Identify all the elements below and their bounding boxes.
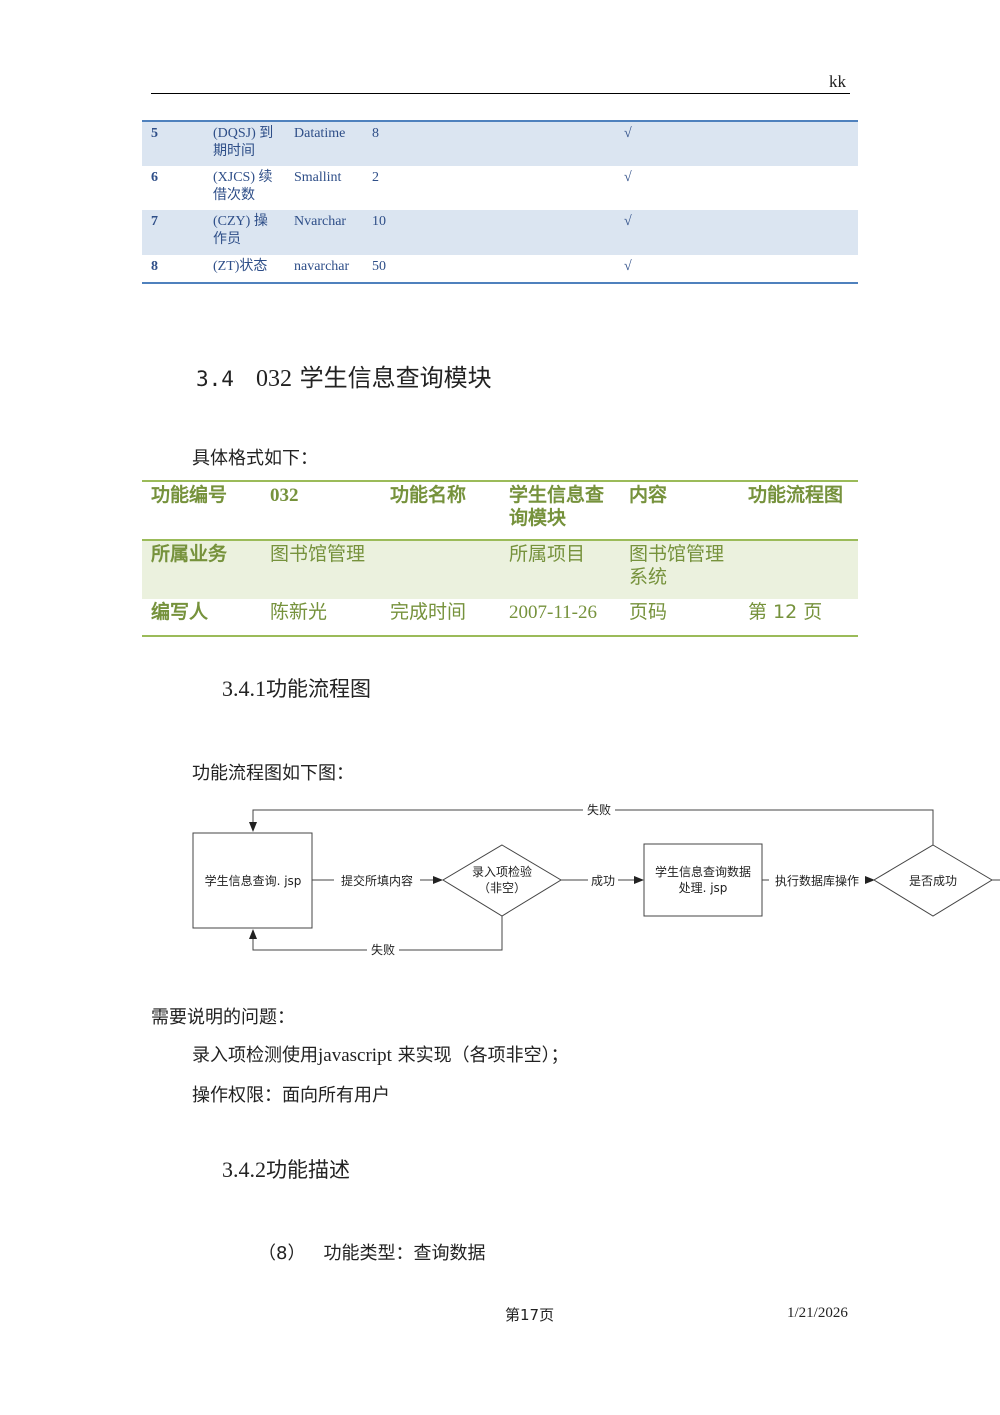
table-row: 6 (XJCS) 续借次数 Smallint 2 √ (142, 166, 858, 210)
flow-intro-text: 功能流程图如下图： (192, 763, 354, 784)
table-row: 功能编号 032 功能名称 学生信息查询模块 内容 功能流程图 (142, 482, 858, 541)
field-name: (DQSJ) 到期时间 (213, 126, 274, 159)
field-check: √ (624, 259, 632, 274)
flow-label-bg (583, 801, 615, 819)
flow-label-fail-top: 失败 (587, 802, 611, 817)
field-length: 8 (372, 126, 379, 141)
list-item: （8） 功能类型：查询数据 (258, 1239, 485, 1265)
intro-text: 具体格式如下： (192, 448, 318, 469)
flow-label-bg (367, 941, 399, 959)
subsection-title: 功能描述 (266, 1158, 350, 1182)
field-type: Nvarchar (294, 214, 347, 229)
field-name: (XJCS) 续借次数 (213, 170, 273, 203)
notes-line-2: 操作权限：面向所有用户 (192, 1085, 390, 1106)
value-content: 功能流程图 (748, 484, 844, 506)
info-table: 功能编号 032 功能名称 学生信息查询模块 内容 功能流程图 所属业务 图书馆… (142, 480, 858, 637)
list-marker: （8） (258, 1243, 306, 1264)
value-author: 陈新光 (270, 601, 328, 623)
field-name: (CZY) 操作员 (213, 214, 268, 247)
subsection-heading: 3.4.1功能流程图 (222, 673, 371, 703)
label-project: 所属项目 (509, 543, 586, 565)
flow-label-bg (769, 871, 865, 889)
subsection-title: 功能流程图 (266, 677, 371, 701)
section-heading: 3.4 032 学生信息查询模块 (196, 358, 492, 393)
field-length: 10 (372, 214, 386, 229)
flow-label-success: 成功 (591, 874, 615, 888)
field-table: 5 (DQSJ) 到期时间 Datatime 8 √ 6 (XJCS) 续借次数… (142, 120, 858, 284)
row-number: 5 (151, 126, 158, 141)
table-row: 所属业务 图书馆管理 所属项目 图书馆管理系统 (142, 541, 858, 599)
flow-box-process-page (643, 843, 763, 917)
row-number: 8 (151, 259, 158, 274)
field-length: 50 (372, 259, 386, 274)
label-author: 编写人 (151, 601, 209, 623)
subsection-number: 3.4.2 (222, 1157, 266, 1182)
value-function-name: 学生信息查询模块 (509, 484, 605, 529)
flow-label-bg (588, 871, 618, 889)
section-code: 032 (255, 366, 292, 392)
value-page: 第 12 页 (748, 601, 823, 623)
value-business: 图书馆管理 (270, 543, 366, 565)
flow-label-db: 执行数据库操作 (775, 873, 859, 888)
flow-box-process-line2: 处理. jsp (679, 881, 728, 895)
header-text: kk (829, 72, 846, 91)
label-page: 页码 (629, 601, 668, 623)
notes-line-1: 录入项检测使用javascript 来实现（各项非空）； (192, 1045, 569, 1066)
subsection-number: 3.4.1 (222, 676, 266, 701)
header-rule (151, 93, 850, 94)
table-row: 7 (CZY) 操作员 Nvarchar 10 √ (142, 210, 858, 255)
flow-diamond-success-label: 是否成功 (909, 874, 957, 888)
field-type: Datatime (294, 126, 346, 141)
section-number: 3.4 (196, 367, 234, 391)
value-finish-time: 2007-11-26 (509, 602, 597, 623)
flow-box-query-label: 学生信息查询. jsp (205, 873, 302, 888)
field-check: √ (624, 214, 632, 229)
flow-label-fail-bottom: 失败 (371, 942, 395, 957)
row-number: 7 (151, 214, 158, 229)
row-number: 6 (151, 170, 158, 185)
label-function-id: 功能编号 (151, 484, 228, 506)
label-finish-time: 完成时间 (390, 601, 467, 623)
field-type: Smallint (294, 170, 342, 185)
value-project: 图书馆管理系统 (629, 543, 725, 588)
flow-box-process-line1: 学生信息查询数据 (655, 864, 751, 879)
field-check: √ (624, 126, 632, 141)
table-row: 5 (DQSJ) 到期时间 Datatime 8 √ (142, 122, 858, 166)
flowchart: 学生信息查询. jsp 提交所填内容 录入项检验 （非空） 成功 学生信息查询数… (192, 801, 1000, 959)
field-length: 2 (372, 170, 379, 185)
label-function-name: 功能名称 (390, 484, 467, 506)
field-check: √ (624, 170, 632, 185)
notes-title: 需要说明的问题： (151, 1007, 295, 1028)
field-name: (ZT)状态 (213, 259, 268, 274)
label-business: 所属业务 (151, 543, 228, 565)
section-title: 学生信息查询模块 (299, 364, 492, 392)
footer-date: 1/21/2026 (787, 1305, 848, 1321)
label-content: 内容 (629, 484, 668, 506)
table-row: 编写人 陈新光 完成时间 2007-11-26 页码 第 12 页 (142, 599, 858, 635)
flow-label-bg (334, 871, 420, 889)
table-row: 8 (ZT)状态 navarchar 50 √ (142, 255, 858, 282)
list-text: 功能类型：查询数据 (323, 1243, 486, 1264)
subsection-heading: 3.4.2功能描述 (222, 1154, 350, 1184)
flow-diamond-success (873, 844, 993, 917)
flow-box-query-page (192, 832, 313, 929)
field-type: navarchar (294, 259, 350, 274)
flow-label-submit: 提交所填内容 (341, 873, 413, 888)
flow-diamond-validate-line1: 录入项检验 (472, 864, 532, 879)
value-function-id: 032 (270, 485, 299, 506)
footer-page-number: 第17页 (505, 1306, 555, 1324)
flow-diamond-validate-line2: （非空） (478, 881, 526, 895)
